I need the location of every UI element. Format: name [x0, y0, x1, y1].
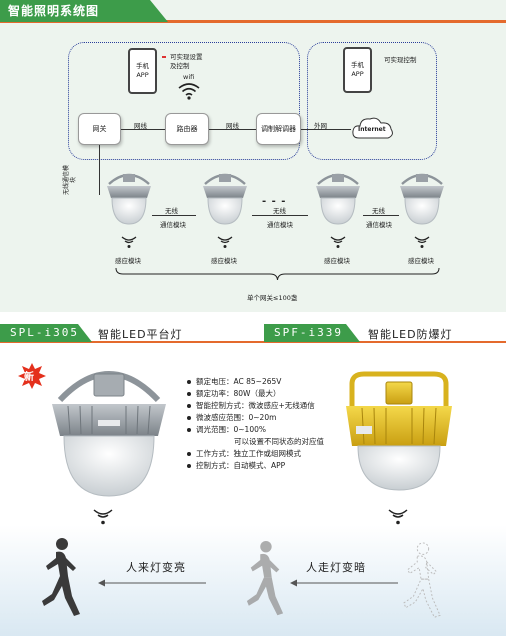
product-name-1: 智能LED平台灯 — [98, 328, 183, 341]
arrow-left-1 — [98, 579, 206, 587]
sensor-wave-icon-1 — [121, 236, 137, 248]
lamp-icon-1 — [107, 173, 151, 225]
product-header-rule — [0, 341, 506, 343]
internet-label: Internet — [358, 126, 386, 133]
capacity-bracket — [115, 267, 440, 281]
phone-app-left-label: 手机APP — [136, 62, 149, 79]
wireless-link-3-line1: 无线 — [372, 207, 385, 215]
explosion-proof-lamp-image — [346, 371, 452, 491]
wire-router-modem — [209, 129, 256, 131]
modem-node: 调制解调器 — [256, 113, 301, 145]
gateway-down-line — [99, 145, 101, 195]
product-tag-2: SPF-i339 — [264, 324, 360, 342]
sensor-label-2: 感应模块 — [211, 257, 237, 265]
wireless-link-2-line1: 无线 — [273, 207, 286, 215]
person-gone-icon — [403, 542, 441, 618]
spec-voltage: 额定电压：AC 85~265V — [186, 376, 324, 388]
wireless-link-1 — [152, 215, 196, 217]
more-lamps-ellipsis: - - - — [262, 196, 287, 207]
phone-right-note: 可实现控制 — [384, 56, 417, 64]
phone-left-note-2: 及控制 — [170, 62, 190, 70]
local-network-box — [68, 42, 300, 160]
platform-lamp-image — [52, 371, 166, 497]
wireless-link-2 — [252, 215, 308, 217]
remote-network-box — [307, 42, 437, 160]
wireless-link-2-line2: 通信模块 — [267, 221, 293, 229]
phone-app-right-label: 手机APP — [351, 61, 364, 78]
router-node: 路由器 — [165, 113, 209, 145]
sensor-label-1: 感应模块 — [115, 257, 141, 265]
wifi-label: wifi — [183, 73, 195, 81]
external-network-label: 外网 — [314, 122, 327, 130]
spec-dimming-note: 可以设置不同状态的对应值 — [234, 437, 324, 446]
walking-scene-background — [0, 525, 506, 636]
section-title: 智能照明系统图 — [0, 0, 168, 22]
people-come-caption: 人来灯变亮 — [126, 561, 186, 574]
wireless-link-3-line2: 通信模块 — [366, 221, 392, 229]
spec-sensing-range: 微波感应范围：0~20m — [186, 412, 324, 424]
sensor-wave-icon-4 — [414, 236, 430, 248]
spec-working-mode: 工作方式：独立工作或组网模式 — [186, 448, 324, 460]
sensor-wave-icon-lamp-2 — [388, 509, 408, 525]
lamp-icon-3 — [316, 173, 360, 225]
spec-list: 额定电压：AC 85~265V 额定功率：80W（最大） 智能控制方式：微波感应… — [186, 376, 324, 472]
wire-label-1: 网线 — [134, 122, 147, 130]
sensor-label-3: 感应模块 — [324, 257, 350, 265]
phone-left-note-1: 可实现设置 — [170, 53, 203, 61]
wire-modem-internet — [301, 129, 351, 131]
cloud-icon — [352, 117, 393, 139]
people-leave-caption: 人走灯变暗 — [306, 561, 366, 574]
wireless-link-1-line2: 通信模块 — [160, 221, 186, 229]
spec-control-mode: 智能控制方式：微波感应+无线通信 — [186, 400, 324, 412]
red-marker — [162, 56, 166, 58]
spec-power: 额定功率：80W（最大） — [186, 388, 324, 400]
product-tag-1: SPL-i305 — [0, 324, 92, 342]
wireless-link-1-line1: 无线 — [165, 207, 178, 215]
new-badge-icon — [18, 363, 46, 389]
phone-app-left: 手机APP — [128, 48, 157, 94]
wire-label-2: 网线 — [226, 122, 239, 130]
sensor-wave-icon-2 — [217, 236, 233, 248]
spec-dimming-range: 调光范围：0~100% — [186, 424, 324, 436]
wire-gateway-router — [121, 129, 165, 131]
wireless-vertical-label: 无线通信模块 — [63, 164, 77, 195]
sensor-label-4: 感应模块 — [408, 257, 434, 265]
sensor-wave-icon-3 — [330, 236, 346, 248]
sensor-wave-icon-lamp-1 — [93, 509, 113, 525]
lamp-icon-4 — [400, 173, 444, 225]
wifi-icon — [178, 83, 200, 100]
gateway-node: 网关 — [78, 113, 121, 145]
lamp-icon-2 — [203, 173, 247, 225]
person-leaving-icon — [246, 540, 284, 616]
person-coming-icon — [42, 538, 80, 616]
spec-control-method: 控制方式：自动模式、APP — [186, 460, 324, 472]
arrow-left-2 — [290, 579, 398, 587]
capacity-label: 单个网关≤100盏 — [247, 294, 298, 302]
product-name-2: 智能LED防爆灯 — [368, 328, 453, 341]
header-rule — [0, 20, 506, 23]
wireless-link-3 — [363, 215, 399, 217]
phone-app-right: 手机APP — [343, 47, 372, 93]
new-badge-text: 新 — [24, 372, 34, 383]
